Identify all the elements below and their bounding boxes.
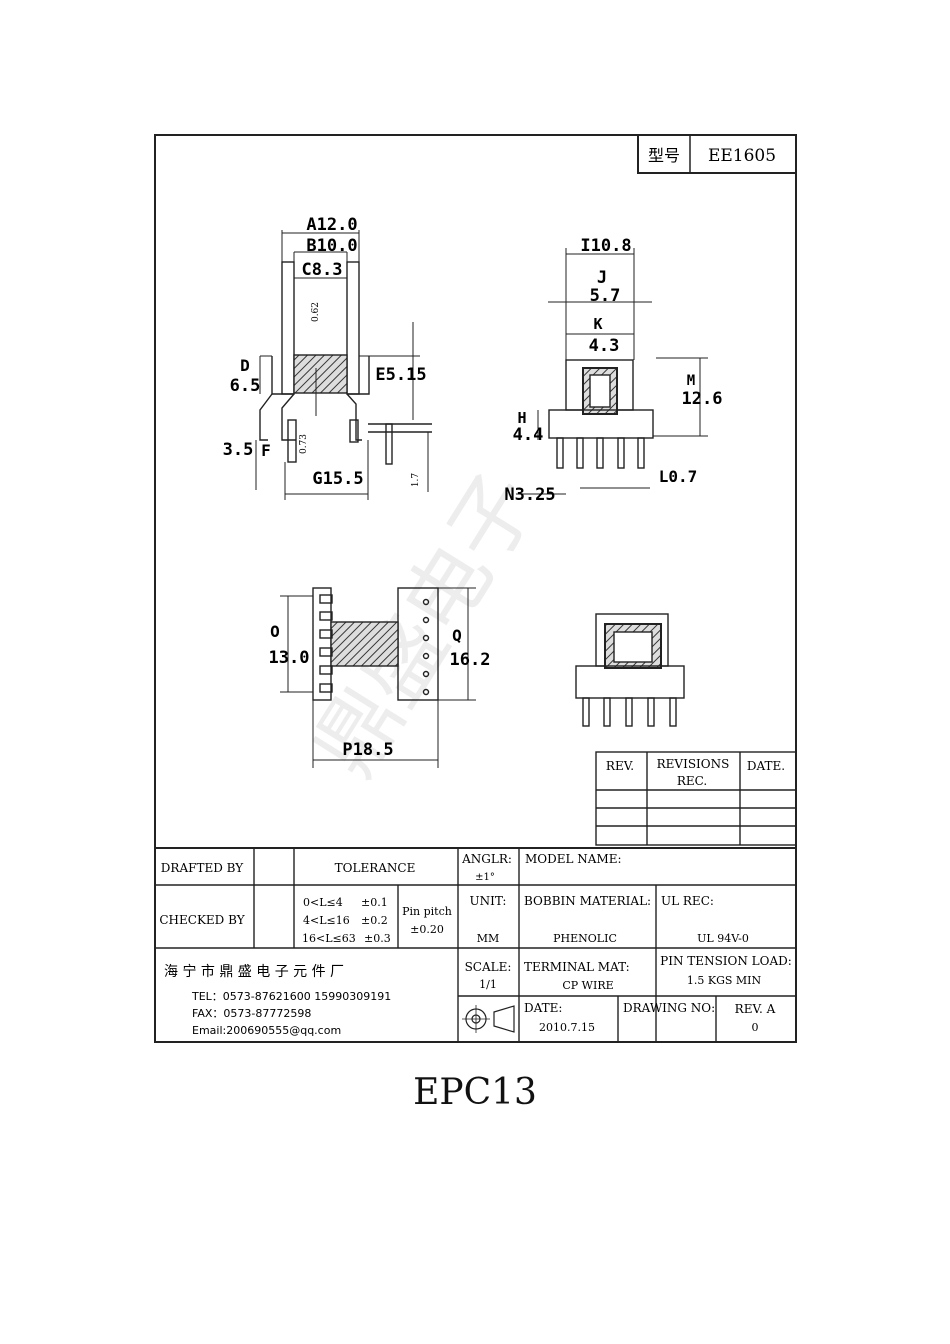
checked-by-label: CHECKED BY bbox=[159, 913, 245, 927]
dim-m-value: 12.6 bbox=[682, 389, 723, 409]
dim-q-label: Q bbox=[452, 626, 462, 645]
company-name: 海 宁 市 鼎 盛 电 子 元 件 厂 bbox=[164, 963, 344, 980]
revisions-rec-header: REVISIONS bbox=[657, 757, 730, 771]
dim-g: G15.5 bbox=[312, 469, 363, 489]
unit-label: UNIT: bbox=[470, 894, 507, 908]
tolerance-label: TOLERANCE bbox=[335, 861, 416, 875]
dim-17: 1.7 bbox=[411, 473, 421, 488]
date-value: 2010.7.15 bbox=[539, 1021, 595, 1034]
dim-o-label: O bbox=[270, 622, 280, 641]
dim-e: E5.15 bbox=[375, 365, 426, 385]
dim-o-value: 13.0 bbox=[269, 648, 310, 668]
drawing-caption: EPC13 bbox=[413, 1072, 537, 1113]
revisions-rec-header-2: REC. bbox=[677, 774, 707, 788]
dim-d-label: D bbox=[240, 356, 250, 375]
top-view-holes bbox=[422, 598, 430, 696]
ul-rec-label: UL REC: bbox=[661, 894, 714, 908]
dim-m-label: M bbox=[687, 373, 695, 389]
scale-value: 1/1 bbox=[479, 978, 497, 991]
revision-table-labels: REV. REVISIONS REC. DATE. bbox=[606, 757, 785, 788]
title-block-labels: DRAFTED BY TOLERANCE ANGLR: ±1° MODEL NA… bbox=[159, 852, 791, 1037]
side-view-labels: I10.8 J 5.7 K 4.3 M 12.6 H 4.4 L0.7 N3.2… bbox=[504, 236, 722, 505]
dim-q-value: 16.2 bbox=[450, 650, 491, 670]
dim-b: B10.0 bbox=[306, 236, 357, 256]
top-view bbox=[280, 587, 476, 768]
pin-tension-value: 1.5 KGS MIN bbox=[687, 974, 762, 987]
top-view-tabs bbox=[319, 594, 333, 693]
bobbin-material-value: PHENOLIC bbox=[553, 932, 617, 945]
revision-table bbox=[595, 751, 797, 846]
side-view-pins bbox=[556, 437, 645, 469]
iso-view bbox=[575, 613, 685, 727]
dim-073: 0.73 bbox=[299, 434, 309, 454]
side-view bbox=[516, 248, 708, 495]
dim-n: N3.25 bbox=[504, 485, 555, 505]
model-label: 型号 bbox=[648, 146, 680, 165]
date-header: DATE. bbox=[747, 759, 785, 773]
anglr-label: ANGLR: bbox=[461, 852, 512, 866]
rev-a-label: REV. A bbox=[735, 1002, 776, 1016]
dim-h-value: 4.4 bbox=[513, 425, 544, 445]
front-view-labels: A12.0 B10.0 C8.3 0.62 D 6.5 E5.15 0.73 3… bbox=[223, 215, 427, 489]
rev-header: REV. bbox=[606, 759, 634, 773]
anglr-value: ±1° bbox=[475, 872, 495, 883]
dim-c: C8.3 bbox=[302, 260, 343, 280]
dim-h-label: H bbox=[517, 409, 526, 427]
dim-f-label: F bbox=[261, 441, 271, 460]
top-view-labels: O 13.0 Q 16.2 P18.5 bbox=[269, 622, 491, 760]
projection-symbol-icon bbox=[462, 1005, 515, 1033]
dim-l: L0.7 bbox=[659, 467, 698, 486]
tolerance-value-2: ±0.2 bbox=[361, 914, 388, 927]
front-view bbox=[255, 230, 432, 500]
tolerance-range-1: 0<L≤4 bbox=[303, 896, 343, 909]
bobbin-material-label: BOBBIN MATERIAL: bbox=[524, 894, 651, 908]
date-label: DATE: bbox=[524, 1001, 562, 1015]
model-name-label: MODEL NAME: bbox=[525, 852, 622, 866]
dim-f-value: 3.5 bbox=[223, 440, 254, 460]
terminal-mat-label: TERMINAL MAT: bbox=[524, 960, 630, 974]
pin-tension-label: PIN TENSION LOAD: bbox=[660, 954, 792, 968]
company-email: Email:200690555@qq.com bbox=[192, 1024, 341, 1037]
company-tel: TEL：0573-87621600 15990309191 bbox=[191, 990, 391, 1003]
dim-a: A12.0 bbox=[306, 215, 357, 235]
tolerance-value-3: ±0.3 bbox=[364, 932, 391, 945]
dim-062: 0.62 bbox=[311, 302, 321, 322]
dim-j-label: J bbox=[597, 268, 607, 288]
terminal-mat-value: CP WIRE bbox=[562, 979, 613, 992]
tolerance-range-3: 16<L≤63 bbox=[302, 932, 356, 945]
iso-view-pins bbox=[582, 697, 677, 727]
ul-rec-value: UL 94V-0 bbox=[697, 932, 749, 945]
rev-a-value: 0 bbox=[752, 1021, 759, 1034]
model-box: 型号 EE1605 bbox=[637, 134, 797, 174]
dim-k-label: K bbox=[593, 315, 602, 333]
drawing-no-label: DRAWING NO: bbox=[623, 1001, 715, 1015]
title-block bbox=[154, 847, 797, 1043]
drafted-by-label: DRAFTED BY bbox=[161, 861, 244, 875]
dim-i: I10.8 bbox=[580, 236, 631, 256]
unit-value: MM bbox=[477, 932, 500, 945]
tolerance-range-2: 4<L≤16 bbox=[303, 914, 350, 927]
scale-label: SCALE: bbox=[465, 960, 512, 974]
dim-k-value: 4.3 bbox=[589, 336, 620, 356]
dim-p: P18.5 bbox=[342, 740, 393, 760]
pin-pitch-label: Pin pitch bbox=[402, 905, 452, 918]
tolerance-value-1: ±0.1 bbox=[361, 896, 388, 909]
dim-d-value: 6.5 bbox=[230, 376, 261, 396]
pin-pitch-value: ±0.20 bbox=[410, 923, 444, 936]
model-value: EE1605 bbox=[708, 146, 776, 166]
company-fax: FAX：0573-87772598 bbox=[192, 1007, 311, 1020]
dim-j-value: 5.7 bbox=[590, 286, 621, 306]
